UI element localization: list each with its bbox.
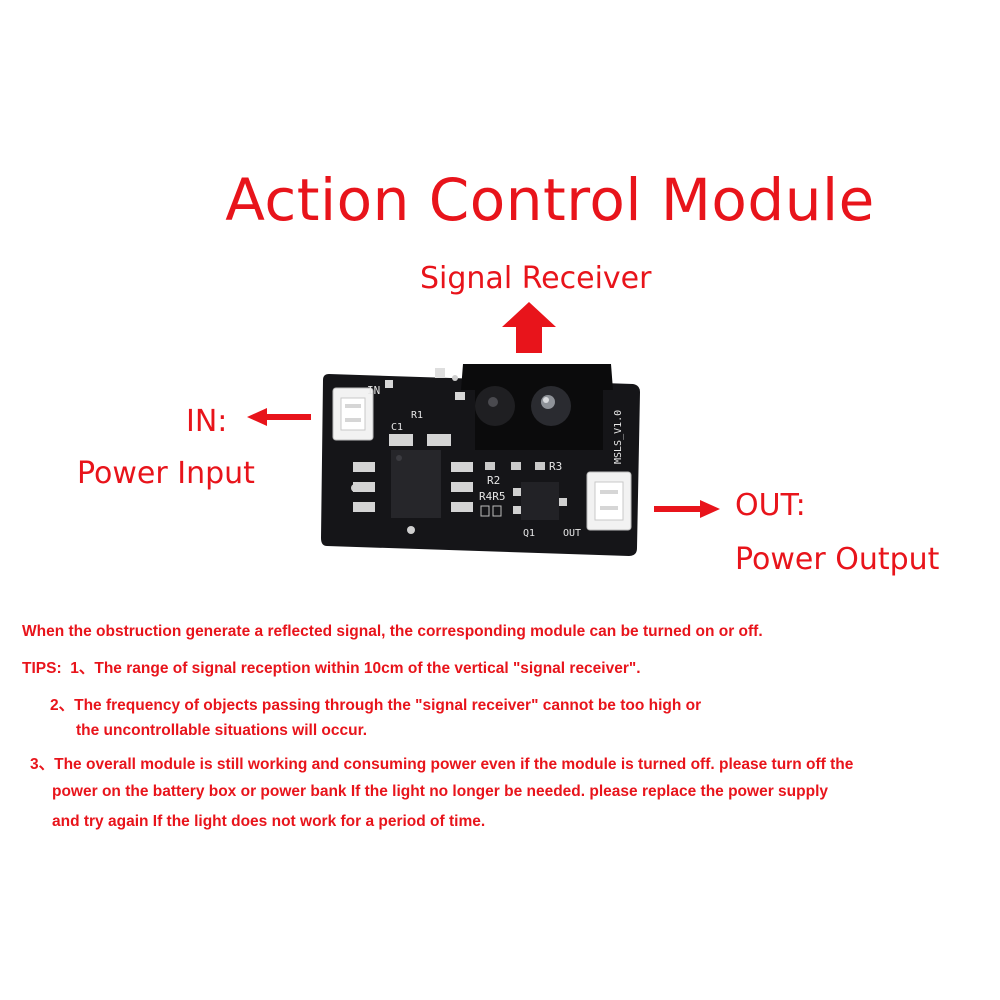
tip-3-line-2: power on the battery box or power bank I…: [52, 783, 828, 800]
tips-label: TIPS:: [22, 660, 62, 677]
in-description: Power Input: [77, 456, 255, 491]
out-description: Power Output: [735, 542, 940, 577]
out-label: OUT:: [735, 488, 806, 523]
silk-r1: R1: [411, 410, 423, 421]
silk-in: IN: [367, 384, 380, 397]
page-title: Action Control Module: [225, 166, 875, 234]
signal-receiver-label: Signal Receiver: [420, 261, 652, 296]
silk-out: OUT: [563, 528, 581, 539]
arrow-right-icon: [654, 500, 720, 518]
tip-2-line-1: 2、The frequency of objects passing throu…: [50, 697, 702, 714]
description-text: When the obstruction generate a reflecte…: [22, 623, 763, 640]
silk-version: MSLS_V1.0: [613, 410, 624, 464]
tip-3-line-1: 3、The overall module is still working an…: [30, 756, 854, 773]
tip-1-text: 1、The range of signal reception within 1…: [70, 660, 641, 677]
arrow-left-icon: [247, 408, 311, 426]
silk-r2: R2: [487, 474, 500, 487]
arrow-up-icon: [502, 302, 556, 353]
tip-1: TIPS: 1、The range of signal reception wi…: [22, 656, 641, 678]
pcb-module-image: IN R1 C1 R2 R3 R4R5 Q1 OUT MSLS_V1.0: [321, 364, 640, 556]
silk-c1: C1: [391, 422, 403, 433]
tip-2-line-2: the uncontrollable situations will occur…: [76, 722, 368, 739]
silk-q1: Q1: [523, 528, 535, 539]
silk-r4r5: R4R5: [479, 490, 506, 503]
silk-r3: R3: [549, 460, 562, 473]
tip-3-line-3: and try again If the light does not work…: [52, 813, 486, 830]
in-label: IN:: [186, 404, 228, 439]
